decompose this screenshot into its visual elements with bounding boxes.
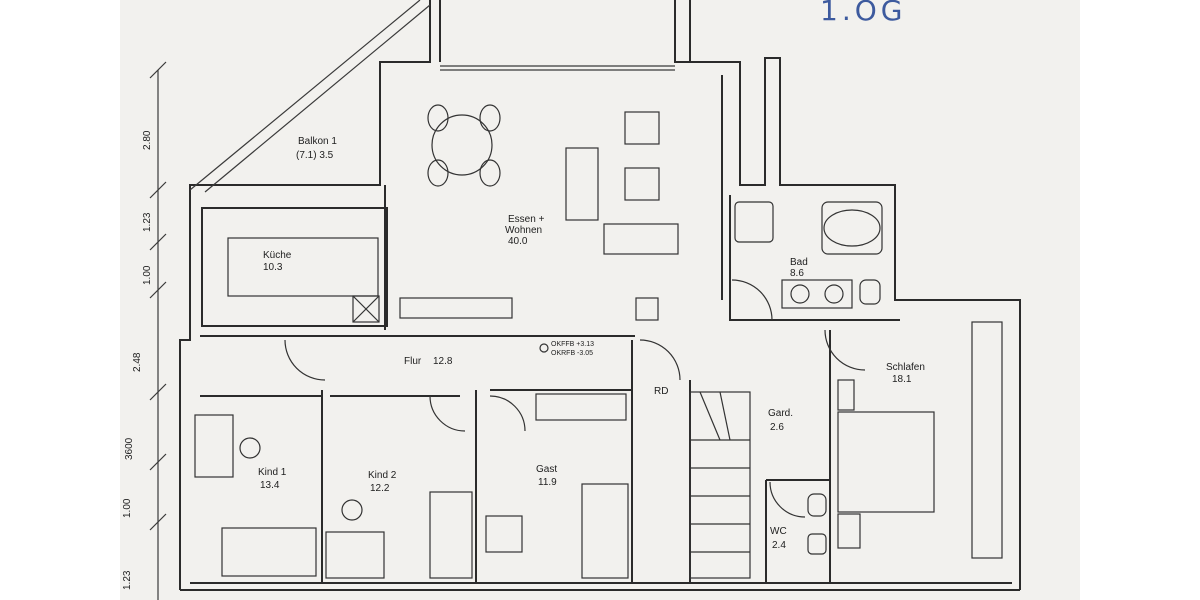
room-name: Gast	[536, 464, 557, 475]
sofa-set	[565, 111, 679, 255]
room-name: Wohnen	[505, 225, 542, 236]
room-area: 2.6	[770, 422, 784, 433]
room-name: Gard.	[768, 408, 793, 419]
dining-table	[427, 104, 501, 187]
room-name: Kind 1	[258, 467, 287, 478]
dimension-label: 2.80	[142, 130, 153, 150]
room-name: Küche	[263, 250, 292, 261]
room-area: 18.1	[892, 374, 912, 385]
dimension-label: 1.23	[122, 570, 133, 590]
bed-gast	[485, 393, 629, 579]
bed-kind1	[194, 414, 317, 577]
room-area: 10.3	[263, 262, 283, 273]
dimension-label: 1.23	[142, 212, 153, 232]
level-mark-bottom: OKRFB -3.05	[551, 350, 593, 357]
dimension-label: 1.00	[142, 265, 153, 285]
room-name: Bad	[790, 257, 808, 268]
room-name: Schlafen	[886, 362, 925, 373]
floor-label: 1.OG	[820, 0, 906, 27]
kitchen-counter	[227, 237, 659, 323]
room-name: Essen +	[508, 214, 545, 225]
room-name: WC	[770, 526, 787, 537]
level-mark-top: OKFFB +3.13	[551, 341, 594, 348]
dimension-line	[149, 61, 167, 600]
outer-walls	[179, 0, 1021, 591]
room-area: (7.1) 3.5	[296, 150, 334, 161]
level-mark	[539, 343, 549, 353]
room-area: 12.8	[433, 356, 453, 367]
room-name: Flur	[404, 356, 422, 367]
door-swings	[284, 279, 866, 518]
dimension-label: 1.00	[122, 498, 133, 518]
room-area: 8.6	[790, 268, 804, 279]
room-area: 40.0	[508, 236, 528, 247]
bed-kind2	[325, 491, 473, 579]
bed-master	[837, 321, 1003, 559]
bathroom-fixtures	[734, 201, 883, 555]
room-area: 11.9	[538, 477, 557, 488]
room-name: Kind 2	[368, 470, 397, 481]
staircase	[689, 391, 751, 579]
room-area: 13.4	[260, 480, 280, 491]
room-name: Balkon 1	[298, 136, 337, 147]
room-area: 12.2	[370, 483, 390, 494]
room-area: 2.4	[772, 540, 786, 551]
dimension-label: 2.48	[132, 352, 143, 372]
dimension-label: 3600	[124, 437, 135, 460]
room-name: RD	[654, 386, 668, 397]
